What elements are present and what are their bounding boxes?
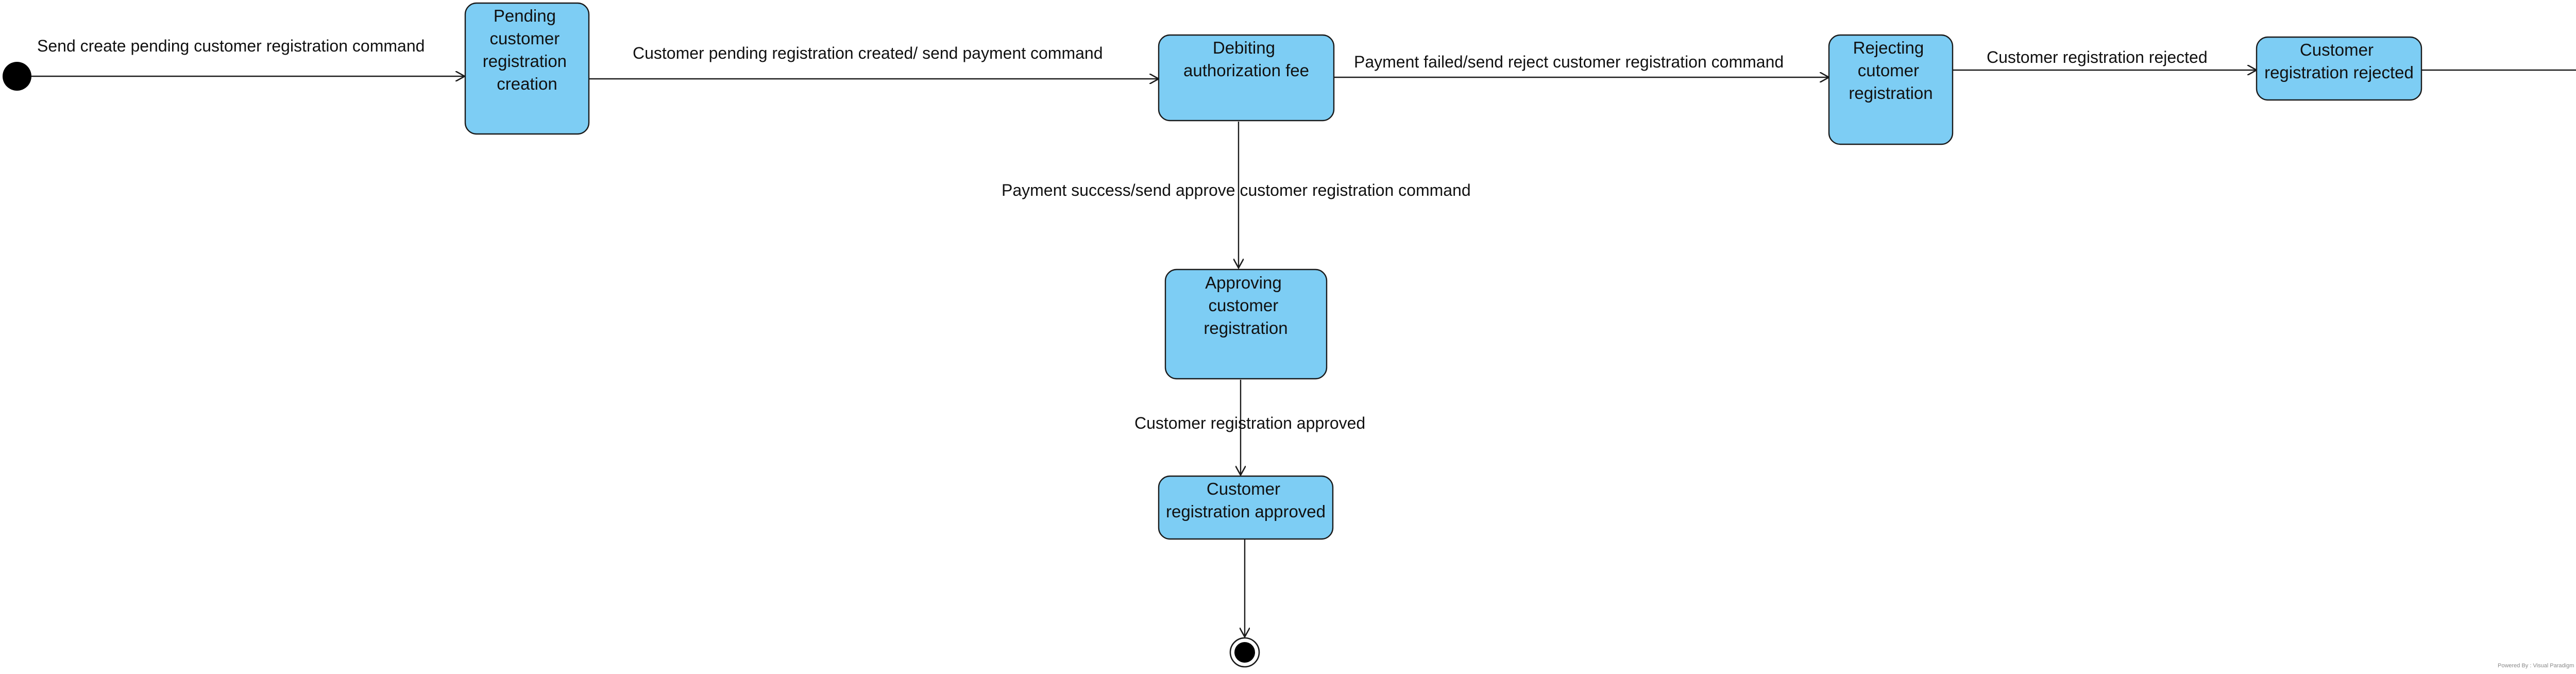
state-label-line: Customer	[1207, 479, 1280, 498]
state-label-line: creation	[497, 74, 557, 93]
final-node-bottom	[1229, 637, 1260, 668]
svg-text:Debiting authorization f: Debiting authorization fee	[1183, 38, 1309, 80]
transition-labels: Send create pending customer registratio…	[37, 37, 2208, 432]
state-label-line: registration	[483, 52, 567, 71]
state-label-line: Pending	[494, 6, 556, 25]
state-label-line: authorization fee	[1183, 61, 1309, 80]
state-label-line: Debiting	[1213, 38, 1275, 57]
svg-text:Approving customer: Approving customer registration	[1204, 273, 1287, 338]
transition-label: Customer registration approved	[1134, 414, 1365, 432]
state-label-line: customer	[490, 29, 560, 48]
transition-label: Send create pending customer registratio…	[37, 37, 425, 55]
svg-text:Pending customer r: Pending customer registration creation	[483, 6, 571, 93]
svg-text:Rejecting cutomer: Rejecting cutomer registration	[1849, 38, 1933, 103]
transition-edges	[31, 70, 2576, 637]
state-registration-approved[interactable]: Customer registration approved	[1158, 475, 1334, 540]
state-rejecting-registration[interactable]: Rejecting cutomer registration	[1828, 34, 1954, 145]
state-label-line: Rejecting	[1853, 38, 1924, 57]
state-label-line: registration rejected	[2264, 63, 2414, 82]
state-label-line: registration approved	[1166, 502, 1326, 521]
watermark-text: Powered By : Visual Paradigm Community E…	[2498, 663, 2576, 669]
transition-label: Customer pending registration created/ s…	[633, 44, 1103, 62]
initial-node	[3, 62, 31, 91]
state-pending-creation[interactable]: Pending customer registration creation	[464, 2, 590, 135]
watermark: Powered By : Visual Paradigm Community E…	[2498, 663, 2576, 669]
state-label-line: Approving	[1205, 273, 1282, 292]
svg-text:Customer registration re: Customer registration rejected	[2264, 40, 2414, 82]
state-label-line: customer	[1209, 296, 1279, 315]
state-registration-rejected[interactable]: Customer registration rejected	[2256, 36, 2422, 101]
transition-label: Payment failed/send reject customer regi…	[1354, 53, 1784, 71]
state-approving-registration[interactable]: Approving customer registration	[1164, 268, 1328, 380]
state-label-line: registration	[1849, 83, 1933, 103]
transition-label: Customer registration rejected	[1987, 48, 2208, 66]
transition-label: Payment success/send approve customer re…	[1002, 181, 1471, 199]
state-label-line: cutomer	[1858, 61, 1919, 80]
state-label-line: Customer	[2300, 40, 2374, 59]
svg-text:Customer registration ap: Customer registration approved	[1166, 479, 1326, 521]
state-debiting-authorization-fee[interactable]: Debiting authorization fee	[1158, 34, 1335, 122]
state-label-line: registration	[1204, 318, 1287, 338]
